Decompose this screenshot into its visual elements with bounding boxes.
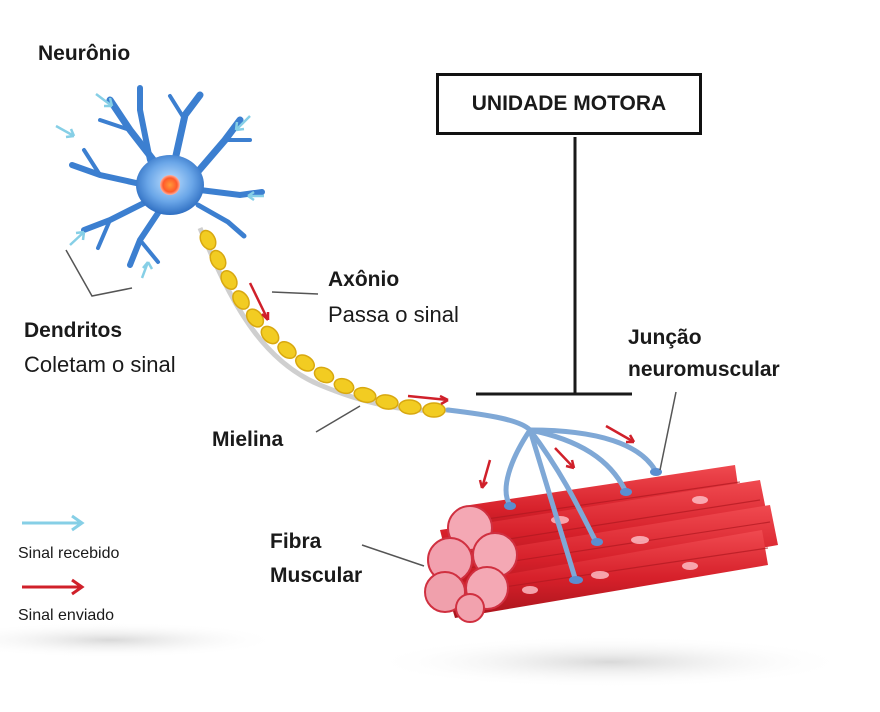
- label-dendrites-desc: Coletam o sinal: [24, 352, 176, 377]
- terminal: [591, 538, 603, 546]
- label-junction-line2: neuromuscular: [628, 358, 780, 381]
- dendrite: [137, 85, 153, 163]
- sent-arrow: [407, 394, 449, 402]
- myelin-segment: [353, 386, 377, 404]
- neuromuscular-terminals: [504, 468, 662, 584]
- dendrite-leader: [65, 249, 133, 297]
- dendrite: [195, 202, 247, 239]
- label-fiber-line1: Fibra: [270, 530, 322, 553]
- myelin-segment: [333, 377, 355, 395]
- received-arrow: [69, 231, 85, 246]
- label-junction-line1: Junção: [628, 326, 702, 349]
- axon-leader: [271, 291, 319, 295]
- title-box: UNIDADE MOTORA: [436, 73, 702, 135]
- dendrite: [96, 218, 112, 250]
- muscle-fiber-bundle: [424, 465, 778, 623]
- myelin-leader: [315, 405, 361, 433]
- received-arrow: [95, 93, 113, 107]
- nerve-branches: [445, 407, 658, 581]
- terminal: [620, 488, 632, 496]
- nerve-branch: [527, 427, 628, 493]
- received-signal-arrows: [55, 93, 264, 279]
- dendrite: [69, 162, 148, 188]
- myelin-segment: [199, 229, 217, 251]
- muscle-shadow: [370, 636, 850, 688]
- sent-arrow: [480, 459, 492, 489]
- legend-received-label: Sinal recebido: [18, 545, 120, 562]
- received-arrow: [235, 115, 251, 131]
- myelin-segment: [220, 269, 238, 291]
- nerve-branch: [527, 427, 658, 473]
- dendrite: [81, 197, 153, 233]
- sent-arrow: [605, 424, 635, 444]
- myelin-sheath: [199, 229, 446, 418]
- label-axon-desc: Passa o sinal: [328, 302, 459, 327]
- dendrite: [82, 148, 102, 177]
- terminal: [650, 468, 662, 476]
- myelin-segment: [422, 402, 446, 418]
- dendrite: [138, 238, 160, 264]
- myelin-segment: [375, 394, 399, 410]
- myelin-segment: [260, 325, 280, 345]
- label-axon: Axônio: [328, 268, 400, 291]
- received-arrow: [55, 124, 75, 138]
- junction-leader: [659, 391, 677, 471]
- dendrite: [191, 116, 244, 179]
- label-fiber-line2: Muscular: [270, 564, 363, 587]
- nucleus: [160, 175, 180, 195]
- sent-arrow: [248, 282, 270, 321]
- label-neuron: Neurônio: [38, 42, 131, 65]
- legend-sent-label: Sinal enviado: [18, 607, 115, 624]
- myelin-segment: [232, 290, 250, 310]
- nerve-branch: [527, 427, 598, 543]
- fiber-end: [455, 593, 485, 623]
- myelin-segment: [245, 308, 265, 328]
- nerve-branch: [503, 427, 533, 508]
- myelin-segment: [209, 249, 227, 271]
- myelin-segment: [277, 340, 297, 360]
- dendrite: [197, 187, 265, 199]
- sent-signal-arrows: [248, 282, 636, 489]
- terminal: [504, 502, 516, 510]
- legend-received-arrow: [22, 514, 85, 532]
- dendrite: [98, 118, 132, 132]
- label-myelin: Mielina: [212, 428, 284, 451]
- myelin-segment: [398, 399, 422, 415]
- myelin-segment: [294, 354, 316, 372]
- legend-shadow: [0, 622, 280, 658]
- myelin-segment: [313, 366, 335, 384]
- nerve-branch: [445, 407, 533, 433]
- fiber-end: [424, 571, 466, 613]
- label-dendrites: Dendritos: [24, 319, 123, 342]
- legend-sent-arrow: [22, 578, 85, 596]
- fiber-leader: [361, 544, 425, 567]
- terminal: [569, 576, 583, 584]
- diagram-title: UNIDADE MOTORA: [471, 92, 667, 115]
- dendrite: [171, 91, 204, 164]
- dendrite: [168, 94, 187, 122]
- sent-arrow: [554, 447, 575, 469]
- nerve-branch: [527, 427, 578, 581]
